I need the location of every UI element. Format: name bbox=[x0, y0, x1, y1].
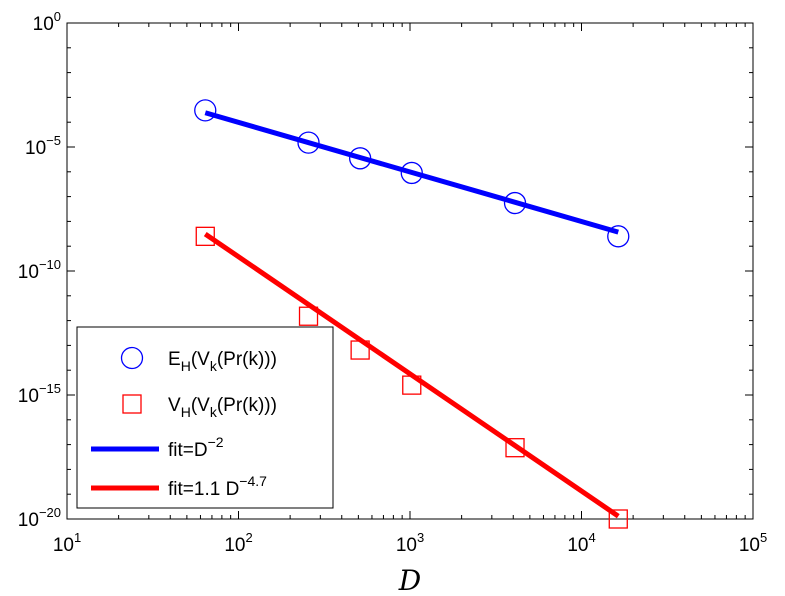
legend-label: fit=D−2 bbox=[168, 434, 224, 461]
circle-marker bbox=[400, 161, 423, 185]
plot-data bbox=[194, 99, 630, 529]
circle-marker bbox=[348, 147, 372, 170]
x-axis-label: D bbox=[398, 564, 421, 596]
x-tick-label: 103 bbox=[396, 530, 424, 556]
square-marker bbox=[350, 340, 370, 360]
y-tick-label: 10−5 bbox=[25, 133, 61, 159]
circle-marker bbox=[194, 99, 217, 122]
legend-label: fit=1.1 D−4.7 bbox=[168, 473, 267, 500]
square-marker bbox=[195, 226, 215, 246]
legend-square-marker bbox=[122, 394, 142, 414]
legend-label: VH(Vk(Pr(k))) bbox=[168, 395, 277, 420]
square-marker bbox=[505, 438, 525, 458]
legend-circle-marker bbox=[120, 346, 144, 370]
legend-box bbox=[76, 326, 334, 509]
y-tick-label: 10−10 bbox=[18, 257, 61, 283]
circle-marker bbox=[503, 191, 527, 215]
legend: EH(Vk(Pr(k))) VH(Vk(Pr(k))) fit=D−2 fit=1.1… bbox=[76, 326, 334, 509]
y-tick-label: 100 bbox=[33, 9, 61, 35]
square-marker bbox=[298, 306, 319, 326]
fit-line bbox=[203, 231, 620, 519]
circle-marker bbox=[297, 131, 320, 154]
x-tick-label: 105 bbox=[739, 530, 767, 556]
circle-marker bbox=[607, 225, 630, 248]
square-marker bbox=[402, 375, 422, 395]
x-tick-label: 104 bbox=[567, 530, 595, 556]
fit-line bbox=[204, 110, 619, 235]
square-marker bbox=[608, 509, 628, 529]
y-tick-label: 10−20 bbox=[18, 505, 61, 531]
y-tick-label: 10−15 bbox=[18, 381, 61, 407]
legend-label: EH(Vk(Pr(k))) bbox=[168, 349, 277, 374]
x-tick-label: 102 bbox=[224, 530, 252, 556]
x-tick-label: 101 bbox=[53, 530, 81, 556]
